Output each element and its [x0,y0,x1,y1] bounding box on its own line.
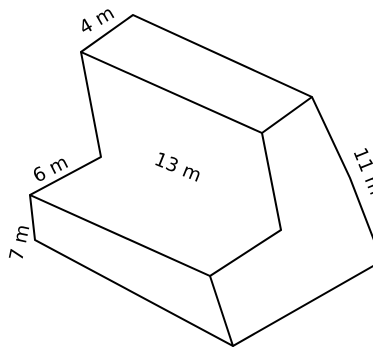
front-vertical-corner-edge [209,275,234,347]
front-outline [29,14,373,347]
top-depth-label: 4 m [76,2,119,39]
front-height-label: 7 m [5,223,34,263]
tall-block-inner-vertical-edge [261,132,282,231]
step-depth-label: 6 m [29,151,72,187]
low-block-top-right-edge [209,229,282,277]
total-height-label: 11 m [348,145,373,198]
step-length-label: 13 m [151,148,204,187]
tall-block-top-front-edge [80,51,263,134]
tall-block-top-right-edge [261,96,313,134]
solid-edges [29,14,373,347]
low-block-top-front-edge [29,194,211,277]
